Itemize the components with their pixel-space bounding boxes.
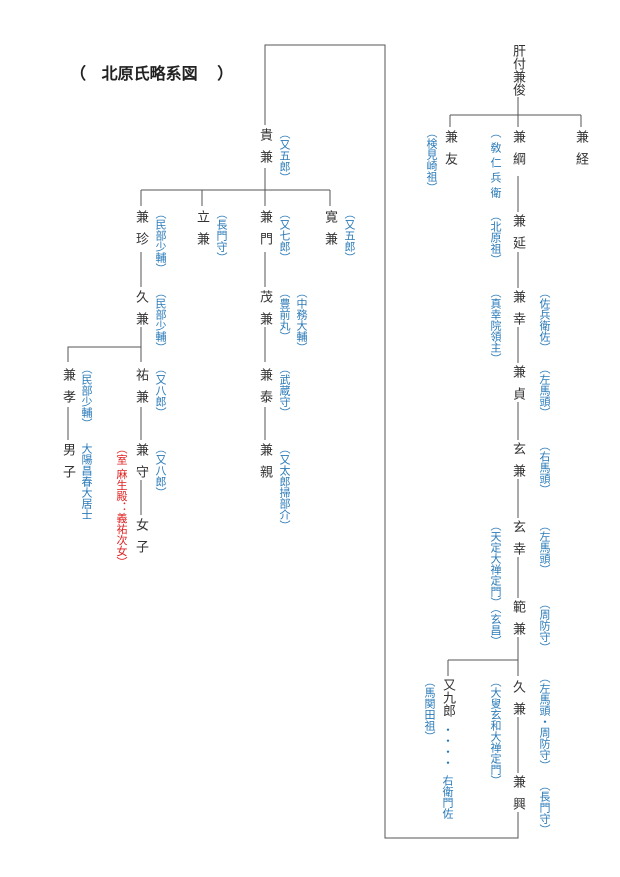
node-kanetsune: 兼経 [573,130,588,174]
note-kaneyuki-2: （佐兵衛佐） [538,287,551,353]
node-kaneoki: 兼興 [510,775,525,819]
note-kaneoki: （長門守） [538,780,551,835]
note-matakuro-dots: ・・・・ [441,724,454,768]
node-hirokane: 寛兼 [322,210,337,254]
note-genken: （右馬頭） [538,440,551,495]
note-sukekane: （又八郎） [154,363,167,418]
node-genken: 玄兼 [510,442,525,486]
node-kaneyasu: 兼泰 [257,368,272,412]
note-kanekado: （又七郎） [278,208,291,263]
node-kanenobu: 兼延 [510,214,525,258]
note-kaneyuki-1: （真幸院領主） [489,287,502,364]
node-kanechin: 兼珍 [133,210,148,254]
node-danshi: 男子 [60,443,75,487]
note-hisakane: （民部少輔） [154,287,167,353]
diagram-title: （ 北原氏略系図 ） [70,60,233,84]
note-kanemori-wife: （室 麻生殿：義祐次女） [115,443,128,568]
note-shigekane-1: （豊前丸） [278,287,291,342]
note-shigekane-2: （中務大輔） [295,287,308,353]
note-genko-1: （左馬頭） [538,520,551,575]
node-kanetaka: 兼孝 [60,368,75,412]
note-kanechin: （民部少輔） [154,208,167,274]
note-kanemori: （又八郎） [154,443,167,498]
node-joshi: 女子 [133,518,148,562]
title-text: 北原氏略系図 [101,64,198,83]
title-open-paren: （ [70,64,87,83]
node-hisakane: 久兼 [133,290,148,334]
node-sukekane: 祐兼 [133,368,148,412]
node-kanekado: 兼門 [257,210,272,254]
note-hisakane-main-1: （大叟玄和大禅定門） [489,676,502,786]
node-kanesada: 兼貞 [510,365,525,409]
node-matakuro: 又九郎 [440,678,455,717]
node-takakane: 貴兼 [257,128,272,172]
note-kanetsuna-2: （北原祖） [489,210,502,265]
note-takakane: （又五郎） [278,128,291,183]
note-kanechika: （又太郎掃部介） [278,443,291,531]
note-tatsukane: （長門守） [215,208,228,263]
note-hirokane: （又五郎） [343,208,356,263]
note-genko-2: （天定大禅定門）（玄昌） [489,520,502,647]
note-kanesada: （左馬頭） [538,363,551,418]
title-close-paren: ） [217,64,234,83]
node-tatsukane: 立兼 [194,210,209,254]
node-genko: 玄幸 [510,520,525,564]
note-kanetaka: （民部少輔） [80,363,93,429]
node-kanemori: 兼守 [133,443,148,487]
node-kanetsuna: 兼綱 [510,130,525,174]
note-matakuro-title: 右衛門佐 [441,775,454,819]
node-shigekane: 茂兼 [257,290,272,334]
node-norikane: 範兼 [510,600,525,644]
node-kanechika: 兼親 [257,443,272,487]
node-kimotsuki-kanetoshi: 肝付兼俊 [510,44,525,96]
node-kaneyuki: 兼幸 [510,290,525,334]
note-norikane: （周防守） [538,598,551,653]
note-kaneyasu: （武蔵守） [278,363,291,418]
node-kanetomo: 兼友 [442,130,457,174]
note-kanetsuna-1: （敎仁兵衛 [489,127,502,202]
note-hisakane-main-2: （左馬頭・周防守） [538,672,551,771]
note-danshi: 大陽昌春大居士 [80,443,93,520]
note-matakuro: （馬関田祖） [423,676,436,742]
node-hisakane-main: 久兼 [510,680,525,724]
note-kanetomo: （検見崎祖） [425,127,438,193]
